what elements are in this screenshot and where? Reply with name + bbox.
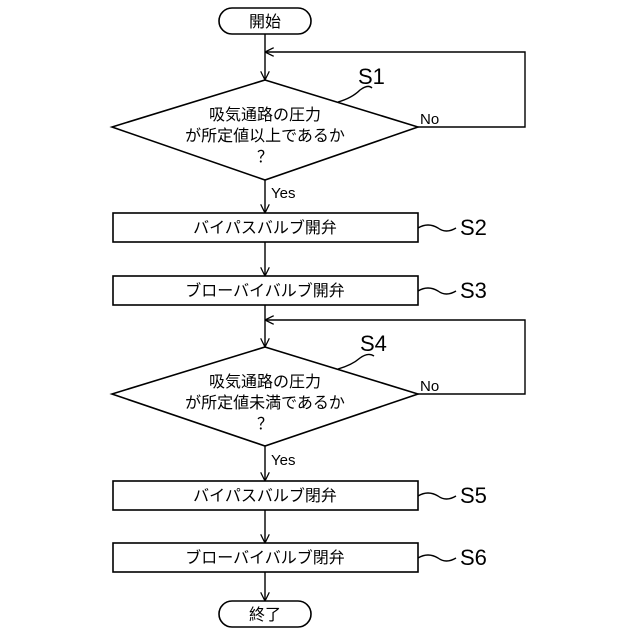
s1-question-line3: ？ xyxy=(257,147,273,166)
s1-question-line2: が所定値以上であるか xyxy=(185,126,345,145)
s3-step-label: S3 xyxy=(460,278,487,303)
s1-step-label: S1 xyxy=(358,64,385,89)
s2-step-label: S2 xyxy=(460,215,487,240)
s4-yes-label: Yes xyxy=(271,452,295,469)
s4-step-label: S4 xyxy=(360,331,387,356)
s4-step-leader xyxy=(338,354,374,369)
s5-step-leader xyxy=(418,493,456,499)
start-label: 開始 xyxy=(249,12,281,31)
s6-process-label: ブローバイバルブ閉弁 xyxy=(185,548,345,567)
s6-step-label: S6 xyxy=(460,545,487,570)
s3-process-label: ブローバイバルブ開弁 xyxy=(185,281,345,300)
s4-question-line3: ？ xyxy=(257,414,273,433)
s2-process-label: バイパスバルブ開弁 xyxy=(193,218,337,237)
s1-yes-label: Yes xyxy=(271,185,295,202)
s5-step-label: S5 xyxy=(460,483,487,508)
s6-step-leader xyxy=(418,555,456,561)
s5-process-label: バイパスバルブ閉弁 xyxy=(193,486,337,505)
s4-question-line2: が所定値未満であるか xyxy=(185,393,345,412)
s1-question-line1: 吸気通路の圧力 xyxy=(209,105,321,124)
end-label: 終了 xyxy=(249,605,281,624)
s1-no-label: No xyxy=(420,111,439,128)
s2-step-leader xyxy=(418,225,456,231)
s4-no-label: No xyxy=(420,378,439,395)
s4-question-line1: 吸気通路の圧力 xyxy=(209,372,321,391)
s3-step-leader xyxy=(418,288,456,294)
